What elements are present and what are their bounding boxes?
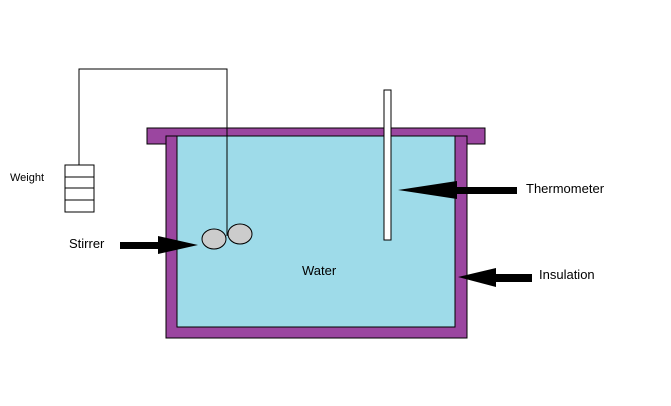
insulation-arrow-icon: [458, 268, 532, 287]
thermometer: [383, 89, 392, 241]
stirrer-label: Stirrer: [69, 236, 105, 251]
weight-label: Weight: [10, 172, 45, 184]
thermometer-label: Thermometer: [526, 181, 605, 196]
weight-stack: [64, 164, 95, 213]
thermometer-arrow-icon: [398, 181, 517, 199]
stirrer-paddles: [201, 223, 253, 250]
insulation-label: Insulation: [539, 267, 595, 282]
stirrer-string: [78, 68, 228, 236]
water-label: Water: [302, 263, 337, 278]
water: [176, 135, 456, 328]
stirrer-arrow-icon: [120, 236, 198, 254]
